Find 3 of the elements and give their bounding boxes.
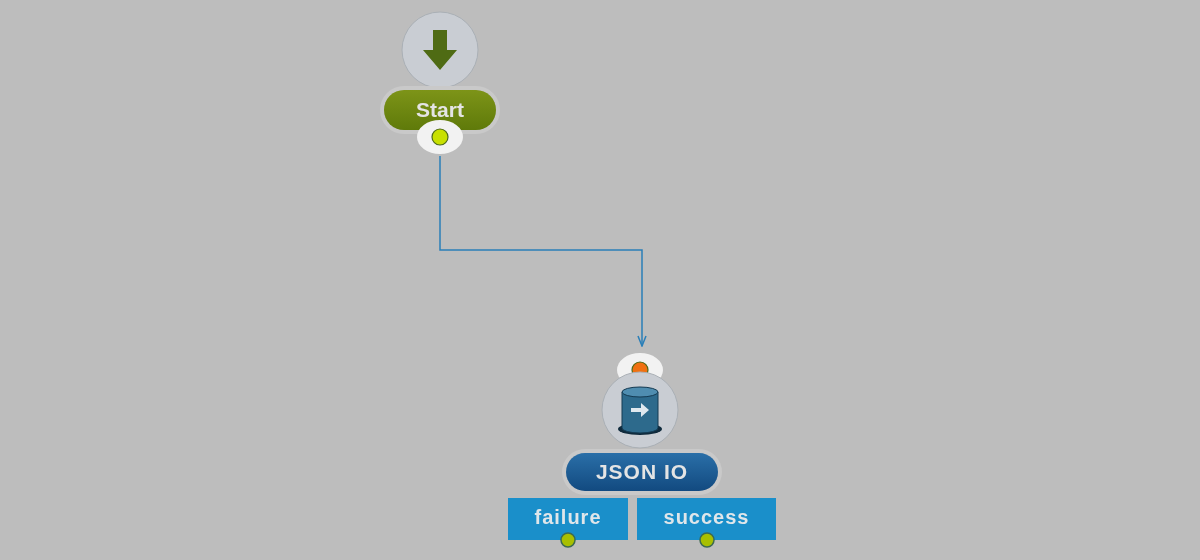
output-box: success xyxy=(637,498,776,540)
connector-arrow xyxy=(439,155,647,347)
output-box: failure xyxy=(508,498,628,540)
